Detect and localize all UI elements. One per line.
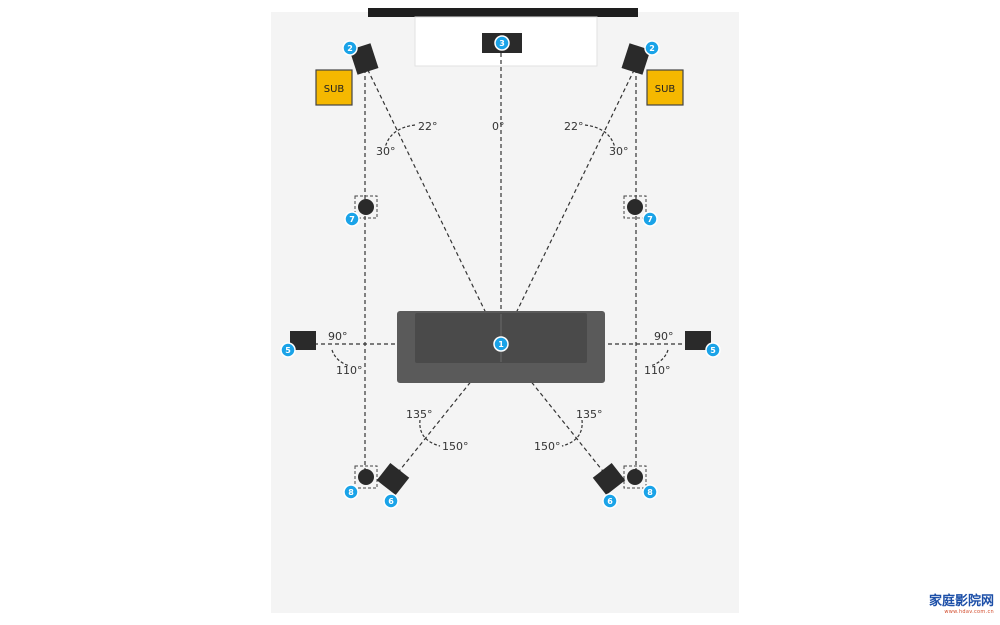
watermark-url-text: www.hdav.com.cn: [944, 609, 994, 615]
rear-surround-right-speaker: [592, 462, 626, 496]
subwoofer-right: SUB: [646, 69, 684, 106]
angle-label-front-right-inner: 22°: [564, 120, 584, 133]
rear-height-left-speaker: [354, 465, 378, 489]
angle-label-rear-right-a: 135°: [576, 408, 603, 421]
front-height-right-speaker: [623, 195, 647, 219]
badge-rear-height-right: 8: [642, 484, 658, 500]
svg-text:2: 2: [347, 44, 353, 53]
front-right-speaker: [621, 43, 651, 75]
angle-arcs: [331, 124, 669, 447]
subwoofer-left-label: SUB: [324, 84, 345, 95]
angle-label-rear-right-b: 150°: [534, 440, 561, 453]
angle-label-side-left-b: 110°: [336, 364, 363, 377]
angle-label-center: 0°: [492, 120, 505, 133]
rear-height-right-speaker: [623, 465, 647, 489]
badge-rear-height-left: 8: [343, 484, 359, 500]
line-front-right: [500, 61, 639, 345]
svg-text:7: 7: [349, 215, 355, 224]
angle-label-side-left-a: 90°: [328, 330, 348, 343]
badge-listener: 1: [493, 336, 509, 352]
angle-label-front-right-outer: 30°: [609, 145, 629, 158]
badge-rear-surround-left: 6: [383, 493, 399, 509]
badge-front-right: 2: [644, 40, 660, 56]
badge-surround-left: 5: [280, 342, 296, 358]
angle-label-front-left-outer: 30°: [376, 145, 396, 158]
svg-text:7: 7: [647, 215, 653, 224]
subwoofer-left: SUB: [315, 69, 353, 106]
badge-rear-surround-right: 6: [602, 493, 618, 509]
svg-text:6: 6: [388, 497, 394, 506]
badge-front-height-right: 7: [642, 211, 658, 227]
watermark-main-text: 家庭影院网: [928, 594, 994, 609]
svg-text:6: 6: [607, 497, 613, 506]
badge-surround-right: 5: [705, 342, 721, 358]
subwoofer-right-label: SUB: [655, 84, 676, 95]
svg-text:2: 2: [649, 44, 655, 53]
projection-screen: [368, 8, 638, 17]
svg-text:8: 8: [647, 488, 653, 497]
svg-text:8: 8: [348, 488, 354, 497]
angle-label-side-right-a: 90°: [654, 330, 674, 343]
angle-label-rear-left-a: 135°: [406, 408, 433, 421]
svg-text:5: 5: [710, 346, 716, 355]
watermark-logo: 家庭影院网 www.hdav.com.cn: [928, 594, 994, 616]
line-front-left: [363, 61, 502, 345]
svg-text:5: 5: [285, 346, 291, 355]
front-height-left-speaker: [354, 195, 378, 219]
angle-label-front-left-inner: 22°: [418, 120, 438, 133]
svg-text:1: 1: [498, 340, 504, 349]
surround-left-speaker: [290, 331, 316, 350]
angle-label-rear-left-b: 150°: [442, 440, 469, 453]
svg-text:3: 3: [499, 39, 505, 48]
badge-front-left: 2: [342, 40, 358, 56]
badge-front-height-left: 7: [344, 211, 360, 227]
angle-label-side-right-b: 110°: [644, 364, 671, 377]
badge-center: 3: [494, 35, 510, 51]
rear-surround-left-speaker: [376, 462, 410, 496]
surround-right-speaker: [685, 331, 711, 350]
